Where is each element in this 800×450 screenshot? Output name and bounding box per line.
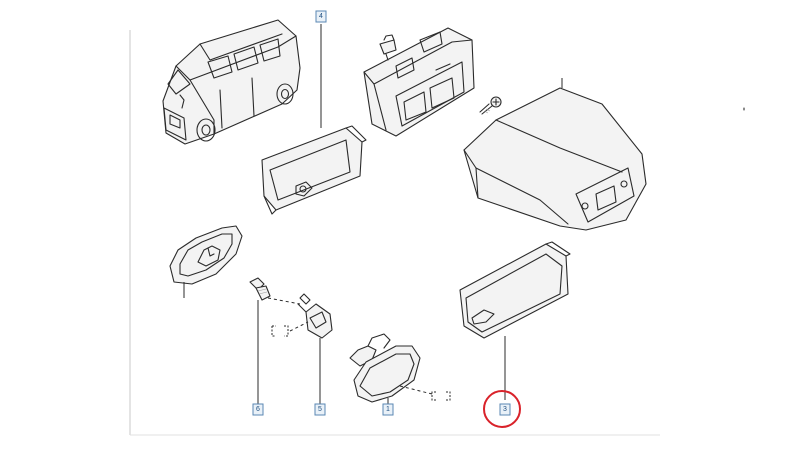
gasket — [169, 225, 243, 298]
bulb-holder — [249, 277, 271, 301]
callout-4-label: 4 — [319, 13, 323, 20]
clip-fastener — [379, 34, 397, 61]
callout-5-box[interactable] — [314, 403, 326, 416]
cover-housing — [463, 78, 745, 231]
callout-1[interactable]: 1 — [382, 403, 394, 416]
leader-dashed-bulb — [267, 297, 301, 305]
callout-5-label: 5 — [318, 406, 322, 413]
ref-bracket-left — [271, 321, 309, 337]
callout-3-box[interactable] — [499, 403, 511, 416]
callout-5[interactable]: 5 — [314, 403, 326, 416]
callout-1-label: 1 — [386, 406, 390, 413]
bulb — [297, 293, 333, 339]
frame-lines — [129, 30, 660, 436]
lens-3 — [459, 241, 571, 400]
van-illustration — [162, 19, 301, 145]
callout-1-box[interactable] — [382, 403, 394, 416]
callout-3-label: 3 — [503, 406, 507, 413]
screw — [479, 96, 502, 115]
ref-bracket-right — [431, 391, 451, 401]
lamp-housing-4 — [261, 125, 367, 215]
bracket — [363, 27, 475, 137]
callout-6-box[interactable] — [252, 403, 264, 416]
side-repeater-lamp — [349, 333, 433, 403]
callout-6-label: 6 — [256, 406, 260, 413]
callout-4-box[interactable] — [315, 10, 327, 23]
callout-3[interactable]: 3 — [499, 403, 511, 416]
callout-4-group: 4 — [315, 10, 327, 128]
callout-6[interactable]: 6 — [252, 403, 264, 416]
highlight-circle — [483, 390, 521, 428]
leader-lines — [257, 300, 389, 404]
